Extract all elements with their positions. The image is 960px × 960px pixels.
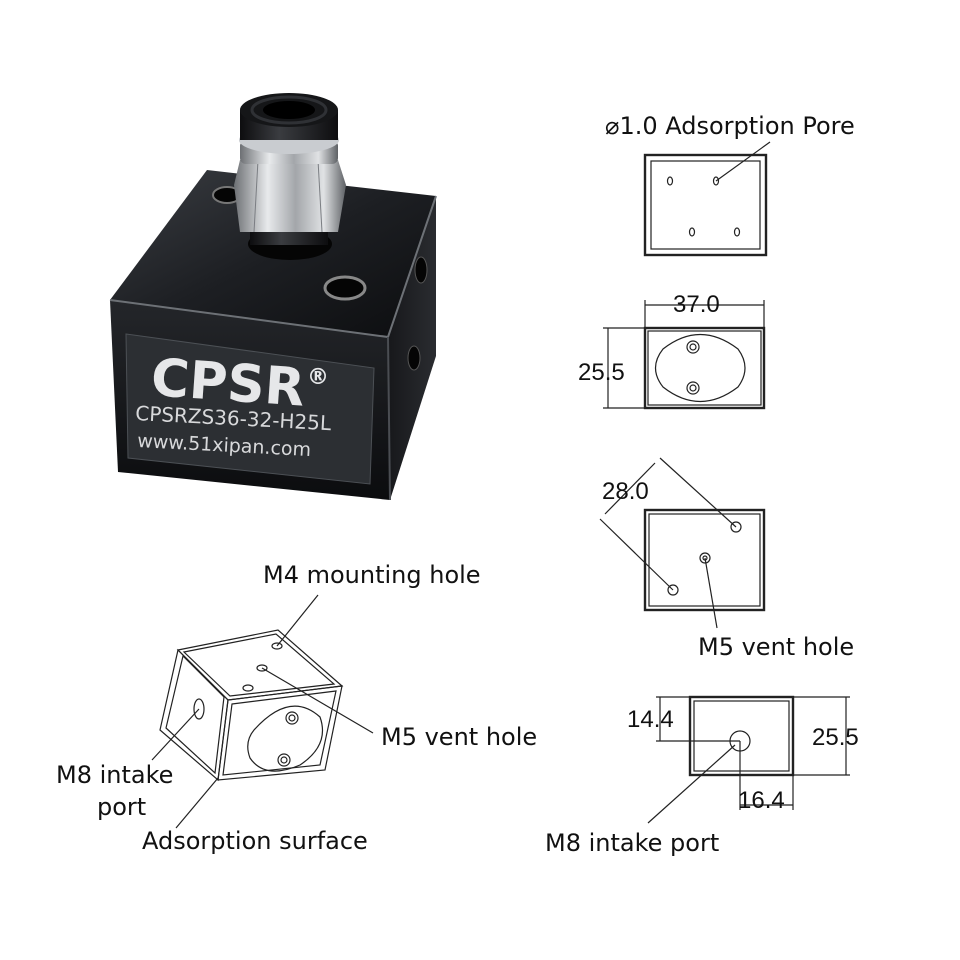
m5-vent-hole-view-label: M5 vent hole <box>698 633 854 661</box>
side-height-dimension: 25.5 <box>812 724 859 751</box>
side-view-drawing: 14.4 25.5 16.4 M8 intake port <box>545 695 859 857</box>
side-offset-x-dimension: 16.4 <box>738 787 785 814</box>
m8-intake-port-label-line2: port <box>97 793 146 821</box>
adsorption-pore-label: ⌀1.0 Adsorption Pore <box>605 112 855 140</box>
brand-logo: CPSR <box>149 348 307 419</box>
bottom-view-drawing: 37.0 25.5 <box>578 291 766 410</box>
m5-vent-hole-iso-label: M5 vent hole <box>381 723 537 751</box>
side-offset-y-dimension: 14.4 <box>627 706 674 733</box>
bottom-width-dimension: 37.0 <box>673 291 720 318</box>
m8-intake-port-label-line1: M8 intake <box>56 761 173 789</box>
top-view-drawing: ⌀1.0 Adsorption Pore <box>605 112 855 257</box>
m4-mounting-hole-label: M4 mounting hole <box>263 561 481 589</box>
top-face-view-drawing: 28.0 M5 vent hole <box>599 457 854 661</box>
label-plate <box>125 333 375 485</box>
bottom-height-dimension: 25.5 <box>578 359 625 386</box>
product-photo: CPSR ® CPSRZS36-32-H25L www.51xipan.com <box>109 93 437 501</box>
m8-intake-port-view-label: M8 intake port <box>545 829 719 857</box>
push-fitting-icon <box>234 93 346 260</box>
isometric-drawing: M4 mounting hole M5 vent hole M8 intake … <box>56 561 537 855</box>
top-vent-hole-icon <box>323 275 367 301</box>
top-diagonal-dimension: 28.0 <box>602 478 649 505</box>
adsorption-surface-label: Adsorption surface <box>142 827 368 855</box>
registered-mark: ® <box>307 365 329 390</box>
